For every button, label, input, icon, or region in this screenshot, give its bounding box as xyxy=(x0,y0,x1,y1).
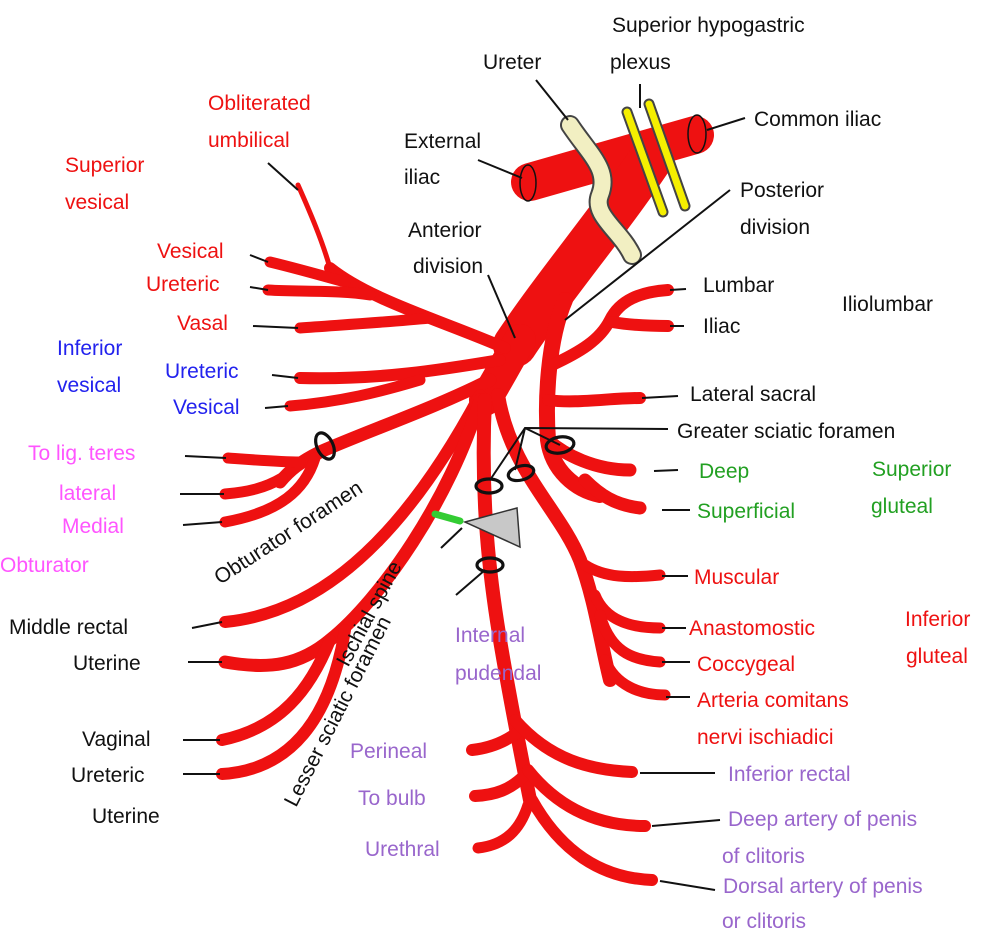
label-lateral-sacral: Lateral sacral xyxy=(690,383,816,406)
label-inferior-gluteal-line1: Inferior xyxy=(905,608,970,631)
label-superior-gluteal-line1: Superior xyxy=(872,458,951,481)
superficial-gluteal-vessel xyxy=(585,480,640,508)
to-bulb-vessel xyxy=(475,775,525,796)
common-iliac-cut-end xyxy=(688,115,706,153)
iliac-branch-vessel xyxy=(612,322,668,326)
label-deep-artery-line2: of clitoris xyxy=(722,845,805,868)
label-inferior-vesical-line2: vesical xyxy=(57,374,121,397)
label-deep: Deep xyxy=(699,460,749,483)
urethral-vessel xyxy=(478,805,528,848)
ischial-spine-tip xyxy=(435,514,460,521)
label-external-iliac-line2: iliac xyxy=(404,166,440,189)
label-ureteric-blue: Ureteric xyxy=(165,360,239,383)
label-ureteric-black: Ureteric xyxy=(71,764,145,787)
label-vesical-red: Vesical xyxy=(157,240,224,263)
label-inferior-rectal: Inferior rectal xyxy=(728,763,851,786)
label-lateral: lateral xyxy=(59,482,116,505)
label-urethral: Urethral xyxy=(365,838,440,861)
label-superior-vesical-line1: Superior xyxy=(65,154,144,177)
label-vasal: Vasal xyxy=(177,312,228,335)
obliterated-umbilical-vessel xyxy=(330,268,505,348)
label-uterine-2: Uterine xyxy=(92,805,160,828)
label-dorsal-artery-line2: or clitoris xyxy=(722,910,806,933)
label-internal-pudendal-line2: pudendal xyxy=(455,662,541,685)
muscular-vessel xyxy=(585,565,660,577)
label-posterior-division-line1: Posterior xyxy=(740,179,824,202)
label-inferior-gluteal-line2: gluteal xyxy=(906,645,968,668)
external-iliac-cut-end xyxy=(520,165,536,201)
label-anastomostic: Anastomostic xyxy=(689,617,815,640)
label-uterine-1: Uterine xyxy=(73,652,141,675)
label-superior-vesical-line2: vesical xyxy=(65,191,129,214)
label-iliac: Iliac xyxy=(703,315,740,338)
label-dorsal-artery-line1: Dorsal artery of penis xyxy=(723,875,923,898)
label-arteria-comitans-line1: Arteria comitans xyxy=(697,689,849,712)
label-arteria-comitans-line2: nervi ischiadici xyxy=(697,726,834,749)
label-deep-artery-line1: Deep artery of penis xyxy=(728,808,917,831)
label-obturator: Obturator xyxy=(0,554,89,577)
label-obliterated-umbilical-line2: umbilical xyxy=(208,129,290,152)
label-medial: Medial xyxy=(62,515,124,538)
label-iliolumbar: Iliolumbar xyxy=(842,293,933,316)
inferior-vesical-vessel xyxy=(300,360,500,378)
label-superficial: Superficial xyxy=(697,500,795,523)
label-anterior-division-line1: Anterior xyxy=(408,219,482,242)
obturator-lateral-vessel xyxy=(225,478,282,494)
label-vesical-blue: Vesical xyxy=(173,396,240,419)
label-lumbar: Lumbar xyxy=(703,274,774,297)
to-lig-teres-vessel xyxy=(228,458,300,462)
label-muscular: Muscular xyxy=(694,566,779,589)
inferior-rectal-vessel xyxy=(515,720,632,772)
perineal-vessel xyxy=(472,732,518,750)
label-middle-rectal: Middle rectal xyxy=(9,616,128,639)
label-posterior-division-line2: division xyxy=(740,216,810,239)
label-vaginal: Vaginal xyxy=(82,728,151,751)
label-common-iliac: Common iliac xyxy=(754,108,881,131)
label-superior-gluteal-line2: gluteal xyxy=(871,495,933,518)
vasal-vessel xyxy=(300,318,430,328)
label-perineal: Perineal xyxy=(350,740,427,763)
label-superior-hypogastric-line2: plexus xyxy=(610,51,671,74)
label-superior-hypogastric-line1: Superior hypogastric xyxy=(612,14,805,37)
obliterated-umbilical-tip xyxy=(298,185,330,268)
label-external-iliac-line1: External xyxy=(404,130,481,153)
label-anterior-division-line2: division xyxy=(413,255,483,278)
lateral-sacral-vessel xyxy=(548,398,640,401)
label-greater-sciatic-foramen: Greater sciatic foramen xyxy=(677,420,895,443)
label-internal-pudendal-line1: Internal xyxy=(455,624,525,647)
label-obliterated-umbilical-line1: Obliterated xyxy=(208,92,311,115)
label-to-lig-teres: To lig. teres xyxy=(28,442,135,465)
label-ureter: Ureter xyxy=(483,51,541,74)
label-to-bulb: To bulb xyxy=(358,787,426,810)
label-coccygeal: Coccygeal xyxy=(697,653,795,676)
label-inferior-vesical-line1: Inferior xyxy=(57,337,122,360)
ureteric-red-vessel xyxy=(268,290,370,295)
label-ureteric-red: Ureteric xyxy=(146,273,220,296)
